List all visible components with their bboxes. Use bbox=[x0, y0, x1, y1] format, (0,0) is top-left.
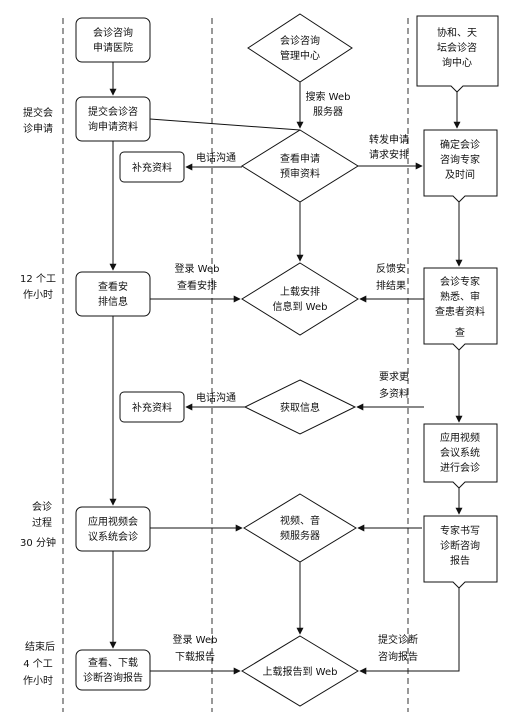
hospital-node-label-1: 会诊咨询 bbox=[93, 26, 133, 39]
expert-report-label-3: 报告 bbox=[450, 554, 470, 567]
side-label-after-1: 结束后 bbox=[25, 640, 55, 653]
side-label-12h-2: 作小时 bbox=[23, 289, 53, 301]
edge-report-to-upload-report bbox=[359, 588, 460, 675]
edge-label-forward-1: 转发申请 bbox=[369, 133, 409, 146]
edge-label-login-view-2: 查看安排 bbox=[177, 279, 217, 292]
review-label-2: 预审资料 bbox=[280, 167, 320, 180]
submit-docs-label-1: 提交会诊咨 bbox=[88, 105, 138, 118]
expert-report-node bbox=[423, 515, 498, 589]
view-schedule-node bbox=[75, 271, 151, 317]
edge-label-more-docs-1: 要求更 bbox=[379, 371, 409, 383]
view-schedule-label-2: 排信息 bbox=[98, 295, 128, 308]
upload-schedule-label-2: 信息到 Web bbox=[273, 300, 328, 313]
side-label-process-3: 30 分钟 bbox=[20, 536, 56, 549]
supplement-docs-1-label: 补充资料 bbox=[132, 161, 172, 174]
edge-label-submit-report-2: 咨询报告 bbox=[378, 650, 418, 663]
confirm-expert-label-2: 咨询专家 bbox=[440, 153, 480, 166]
confirm-expert-label-1: 确定会诊 bbox=[440, 138, 480, 151]
edge-label-forward-2: 请求安排 bbox=[369, 148, 409, 161]
supplement-docs-1-node bbox=[119, 151, 185, 183]
edge-label-login-download-1: 登录 Web bbox=[173, 633, 218, 646]
hospital-node-label-2: 申请医院 bbox=[93, 41, 133, 54]
supplement-docs-2-label: 补充资料 bbox=[132, 401, 172, 414]
expert-report-label-2: 诊断咨询 bbox=[440, 539, 480, 552]
download-report-node bbox=[75, 649, 151, 691]
edge-label-submit-report-1: 提交诊断 bbox=[378, 633, 418, 646]
upload-report-node bbox=[241, 635, 359, 707]
edge-label-login-download-2: 下载报告 bbox=[175, 650, 215, 663]
edge-label-more-docs-2: 多资料 bbox=[379, 387, 409, 400]
expert-review-node bbox=[423, 267, 498, 351]
confirm-expert-node bbox=[423, 129, 498, 203]
side-label-12h-1: 12 个工 bbox=[20, 273, 56, 285]
video-hospital-node bbox=[75, 506, 151, 552]
expert-report-label-1: 专家书写 bbox=[440, 524, 480, 537]
consultation-center-label-3: 询中心 bbox=[442, 56, 472, 69]
side-label-after-2: 4 个工 bbox=[23, 658, 53, 670]
supplement-docs-2-node bbox=[119, 391, 185, 423]
admin-center-label-1: 会诊咨询 bbox=[280, 34, 320, 47]
get-info-node bbox=[243, 379, 357, 435]
expert-review-label-4: 查 bbox=[455, 326, 465, 339]
submit-docs-node bbox=[75, 96, 151, 142]
side-label-apply-2: 诊申请 bbox=[23, 122, 53, 135]
consultation-center-label-1: 协和、天 bbox=[437, 26, 477, 39]
upload-report-label: 上载报告到 Web bbox=[263, 665, 338, 678]
video-expert-label-3: 进行会诊 bbox=[440, 461, 480, 474]
edge-label-phone-2: 电话沟通 bbox=[196, 391, 236, 404]
av-server-node bbox=[243, 493, 357, 563]
video-expert-node bbox=[423, 423, 498, 489]
edge-label-login-view-1: 登录 Web bbox=[175, 262, 220, 275]
submit-docs-label-2: 询申请资料 bbox=[88, 120, 138, 133]
view-schedule-label-1: 查看安 bbox=[98, 280, 128, 293]
admin-center-node bbox=[247, 13, 353, 83]
video-hospital-label-1: 应用视频会 bbox=[88, 515, 138, 528]
edge-submit-to-review bbox=[149, 118, 301, 131]
side-label-process-1: 会诊 bbox=[32, 500, 52, 513]
review-node bbox=[241, 129, 359, 203]
edge-label-search-web-1: 搜索 Web bbox=[306, 90, 351, 103]
video-expert-label-1: 应用视频 bbox=[440, 431, 480, 444]
side-label-apply-1: 提交会 bbox=[23, 106, 53, 119]
get-info-label: 获取信息 bbox=[280, 401, 320, 414]
confirm-expert-label-3: 及时间 bbox=[445, 168, 475, 181]
upload-schedule-node bbox=[241, 262, 359, 336]
edge-label-phone-1: 电话沟通 bbox=[196, 151, 236, 164]
upload-schedule-label-1: 上载安排 bbox=[280, 285, 320, 298]
side-label-process-2: 过程 bbox=[32, 516, 52, 529]
video-hospital-label-2: 议系统会诊 bbox=[88, 530, 138, 543]
edge-label-feedback-2: 排结果 bbox=[376, 279, 406, 292]
expert-review-label-3: 查患者资料 bbox=[435, 305, 485, 318]
expert-review-label-2: 熟悉、审 bbox=[440, 290, 480, 303]
av-server-label-2: 频服务器 bbox=[280, 529, 320, 542]
edge-label-feedback-1: 反馈安 bbox=[376, 262, 406, 275]
video-expert-label-2: 会议系统 bbox=[440, 446, 480, 459]
consultation-center-node bbox=[416, 15, 499, 93]
edge-label-search-web-2: 服务器 bbox=[313, 105, 343, 118]
review-label-1: 查看申请 bbox=[280, 152, 320, 165]
expert-review-label-1: 会诊专家 bbox=[440, 275, 480, 288]
consultation-center-label-2: 坛会诊咨 bbox=[437, 41, 477, 54]
hospital-node bbox=[75, 17, 151, 63]
download-report-label-2: 诊断咨询报告 bbox=[83, 671, 143, 684]
side-label-after-3: 作小时 bbox=[23, 675, 53, 687]
admin-center-label-2: 管理中心 bbox=[280, 49, 320, 62]
download-report-label-1: 查看、下载 bbox=[88, 656, 138, 669]
av-server-label-1: 视频、音 bbox=[280, 514, 320, 527]
